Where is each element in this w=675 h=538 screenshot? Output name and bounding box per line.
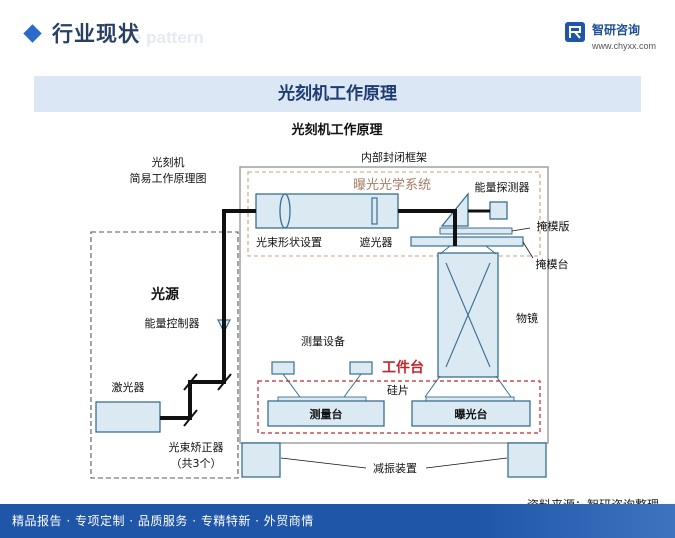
page-title: 行业现状: [52, 22, 140, 46]
reticle-plate: [439, 227, 513, 235]
measuring-sensor-left: [271, 361, 295, 375]
inner-frame-label: 内部封闭框架: [361, 150, 427, 164]
footer-tagline: 精品报告 · 专项定制 · 品质服务 · 专精特新 · 外贸商情: [12, 514, 314, 528]
brand-logo: 智研咨询 www.chyxx.com: [564, 18, 664, 62]
workpiece-stage-box: [257, 380, 541, 434]
vibration-foot-right: [507, 442, 547, 478]
energy-detector-label: 能量探测器: [475, 180, 530, 194]
wafer-label: 硅片: [387, 384, 409, 397]
objective-beam-bot-l: [424, 375, 441, 398]
lithography-diagram: 光刻机工作原理 光刻机 简易工作原理图 内部封闭框架 曝光光学系统 光源 光束形…: [90, 122, 570, 479]
isolation-pointer-right: [425, 457, 508, 469]
isolation-pointer-left: [280, 457, 367, 469]
exposure-stage: [411, 400, 531, 427]
objective-label: 物镜: [516, 311, 538, 325]
reticle-stage-label: 掩模台: [536, 257, 569, 271]
laser-unit: [95, 401, 161, 433]
reticle-label: 掩模版: [537, 219, 570, 233]
reticle-pointer: [511, 227, 531, 232]
objective-beam-bot-r: [495, 375, 512, 398]
logo-name: 智研咨询: [592, 23, 641, 37]
diamond-icon: [23, 24, 42, 43]
beam-shaping-label: 光束形状设置: [256, 235, 322, 249]
diagram-subtitle-line1: 光刻机: [152, 155, 185, 169]
diagram-title: 光刻机工作原理: [290, 122, 382, 138]
corrector-mirror-3: [217, 373, 232, 391]
vibration-isolation-label: 减振装置: [373, 461, 417, 475]
objective-cross-b: [445, 262, 491, 368]
header: e pattern 行业现状 智研咨询 www.chyxx.com: [0, 0, 675, 60]
vibration-foot-left: [241, 442, 281, 478]
measuring-device-label: 测量设备: [301, 334, 345, 348]
footer-decoration: [475, 504, 675, 538]
lens-icon: [279, 193, 291, 229]
logo-icon: [565, 22, 585, 42]
reticle-stage-pointer: [522, 241, 534, 259]
sensor-beam-right: [343, 373, 362, 398]
footer-bar: 精品报告 · 专项定制 · 品质服务 · 专精特新 · 外贸商情: [0, 504, 675, 538]
shutter-icon: [371, 197, 378, 225]
exposure-stage-label: 曝光台: [455, 407, 488, 421]
energy-detector-icon: [489, 201, 508, 220]
reticle-stage: [410, 236, 524, 247]
beam-corrector-label-line1: 光束矫正器: [169, 440, 224, 454]
section-banner: 光刻机工作原理: [34, 76, 641, 112]
inner-frame: [239, 166, 549, 444]
measuring-stage: [267, 400, 385, 427]
corrector-mirror-1: [183, 409, 198, 427]
sensor-beam-left: [282, 373, 301, 398]
objective-beam-top-r: [485, 245, 497, 255]
light-source-label: 光源: [150, 286, 179, 303]
laser-label: 激光器: [112, 380, 145, 394]
diagram-subtitle-line2: 简易工作原理图: [130, 171, 207, 185]
optical-system-box: [247, 171, 541, 257]
optical-system-label: 曝光光学系统: [353, 177, 431, 193]
beam-corrector-label-line2: （共3个）: [171, 457, 222, 470]
header-watermark: e pattern: [132, 28, 204, 47]
objective-beam-top-l: [439, 245, 451, 255]
logo-url: www.chyxx.com: [592, 41, 657, 51]
workpiece-stage-label: 工件台: [382, 359, 424, 376]
shutter-label: 遮光器: [360, 235, 393, 249]
light-source-box: [90, 231, 239, 479]
laser-beam-path: [160, 209, 457, 420]
energy-controller-label: 能量控制器: [145, 316, 200, 330]
measuring-stage-label: 测量台: [310, 407, 343, 421]
corrector-mirror-2: [183, 373, 198, 391]
measuring-sensor-right: [349, 361, 373, 375]
